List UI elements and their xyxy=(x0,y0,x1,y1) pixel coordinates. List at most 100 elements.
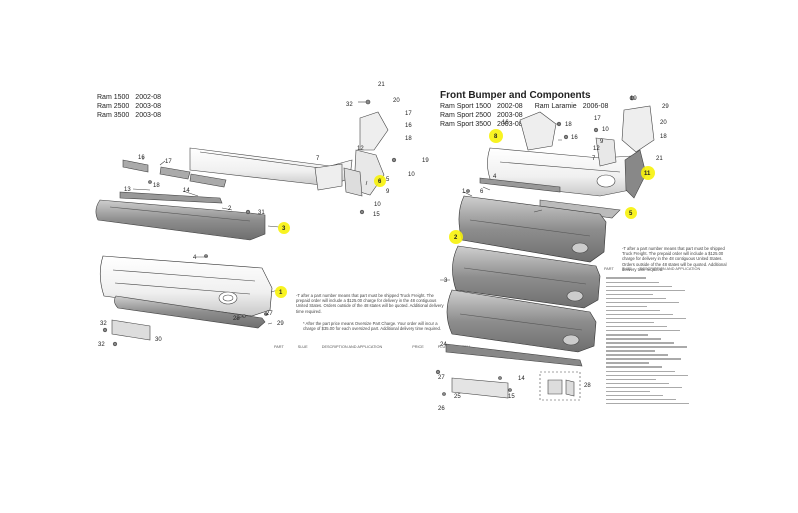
oversize-note: * After the part price means Oversize Pa… xyxy=(303,321,442,332)
left-callouts: 3 1 6 xyxy=(275,175,386,298)
parts-list-line xyxy=(606,281,659,283)
parts-list-row xyxy=(606,316,706,320)
parts-list-line xyxy=(606,374,688,376)
parts-list-line xyxy=(606,378,656,381)
label-19: 19 xyxy=(422,158,429,164)
label-18: 18 xyxy=(565,122,572,128)
parts-list-line xyxy=(606,390,650,393)
label-29: 30 xyxy=(155,337,162,343)
parts-list-row xyxy=(606,349,706,353)
label-12b: 12 xyxy=(357,146,364,152)
parts-list-line xyxy=(606,334,648,336)
parts-list-row xyxy=(606,377,706,381)
parts-list-row xyxy=(606,325,706,329)
col-description: DESCRIPTION AND APPLICATION xyxy=(321,345,383,349)
trim-14 xyxy=(159,166,191,180)
parts-list-row xyxy=(606,385,706,389)
label-21: 21 xyxy=(378,82,385,88)
parts-list-row xyxy=(606,389,706,393)
label-28: 28 xyxy=(233,316,240,322)
bumper-cover-2 xyxy=(458,195,607,263)
right-part-labels: 1 6 4 3 24 27 26 25 14 15 28 16 18 16 17… xyxy=(438,96,669,412)
license-bracket xyxy=(111,319,151,341)
label-10c: 15 xyxy=(373,212,380,218)
label-3: 3 xyxy=(444,278,448,284)
label-28: 28 xyxy=(584,383,591,389)
parts-list-row xyxy=(606,312,706,316)
label-20: 20 xyxy=(393,98,400,104)
model-name: Ram 1500 xyxy=(97,94,130,101)
label-12: 12 xyxy=(593,146,600,152)
parts-list-line xyxy=(606,293,653,296)
label-15: 16 xyxy=(502,120,509,126)
parts-list-line xyxy=(606,358,681,360)
trim-14b xyxy=(189,173,227,188)
parts-list-line xyxy=(606,317,686,320)
parts-list-row xyxy=(606,296,706,300)
parts-list-row xyxy=(606,369,706,373)
model-years: 2003-08 xyxy=(496,112,523,119)
callout-2 xyxy=(449,230,463,244)
upper-strip xyxy=(119,191,223,204)
parts-list-line xyxy=(606,321,654,324)
parts-list-line xyxy=(606,309,660,312)
label-2: 2 xyxy=(228,206,232,212)
label-1: 1 xyxy=(462,189,466,195)
label-12: 14 xyxy=(183,188,190,194)
label-9: 9 xyxy=(600,139,604,145)
label-26: 26 xyxy=(438,406,445,412)
label-7: 7 xyxy=(316,156,320,162)
label-14: 15 xyxy=(508,394,515,400)
parts-list-row xyxy=(606,304,706,308)
parts-list-line xyxy=(606,297,666,300)
label-16: 16 xyxy=(405,123,412,129)
parts-list-row xyxy=(606,280,706,284)
callout-5 xyxy=(625,207,637,219)
callout-8-text: 8 xyxy=(494,134,498,140)
lower-valance xyxy=(445,343,583,367)
side-trim xyxy=(624,149,647,199)
parts-list-row xyxy=(606,357,706,361)
right-callouts: 8 11 5 2 xyxy=(449,129,655,244)
label-10: 10 xyxy=(408,172,415,178)
label-13: 16 xyxy=(138,155,145,161)
parts-list-row xyxy=(606,321,706,325)
parts-list-line xyxy=(606,289,685,291)
callout-8 xyxy=(489,129,503,143)
callout-3-text: 3 xyxy=(282,226,286,232)
label-17: 17 xyxy=(405,111,412,117)
col-slue: SLUE xyxy=(621,267,632,271)
model-name: Ram Sport 3500 xyxy=(440,121,491,128)
label-6: 6 xyxy=(480,189,484,195)
callout-3 xyxy=(278,222,290,234)
callout-11-text: 11 xyxy=(644,171,651,177)
left-diagram xyxy=(95,99,397,347)
callout-6 xyxy=(374,175,386,187)
model-name: Ram Sport 1500 xyxy=(440,103,491,110)
label-30: 31 xyxy=(258,210,265,216)
parts-list-row xyxy=(606,365,706,369)
bar-end-bracket xyxy=(314,163,343,191)
parts-list-row xyxy=(606,361,706,365)
col-price: PRICE xyxy=(412,345,424,349)
parts-list-line xyxy=(606,366,662,368)
parts-list-line xyxy=(606,313,673,316)
parts-list-row xyxy=(606,337,706,341)
label-20: 20 xyxy=(660,120,667,126)
model-name: Ram Laramie xyxy=(534,103,577,110)
model-years: 2006-08 xyxy=(582,103,609,110)
right-truck-freight-note: -T after a part number means that part m… xyxy=(622,246,727,272)
label-32: 32 xyxy=(98,342,105,348)
callout-1-text: 1 xyxy=(279,290,283,296)
parts-list-line xyxy=(606,350,655,352)
bumper-cover-lower xyxy=(446,289,597,353)
parts-list-row xyxy=(606,401,706,405)
